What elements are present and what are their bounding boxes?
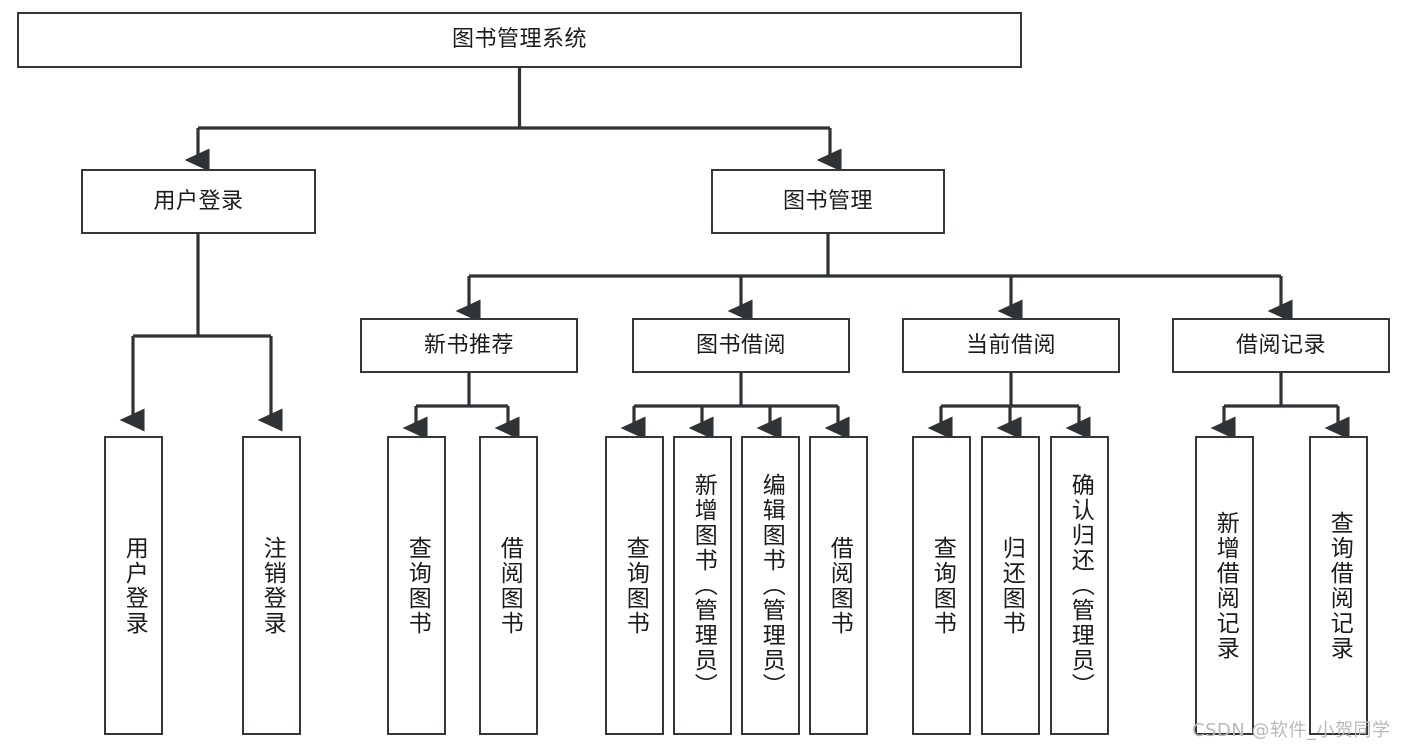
node-new-book-recommend[interactable]: 新书推荐	[360, 318, 578, 373]
csdn-watermark: CSDN @软件_小贺同学	[1192, 720, 1391, 741]
node-current-borrow[interactable]: 当前借阅	[902, 318, 1120, 373]
node-label: 图书借阅	[695, 332, 786, 358]
node-label: 当前借阅	[965, 332, 1056, 358]
node-label: 归还图书	[998, 535, 1025, 636]
node-label: 借阅记录	[1235, 332, 1326, 358]
node-label: 注销登录	[259, 535, 286, 636]
node-book-borrow[interactable]: 图书借阅	[632, 318, 850, 373]
node-label: 查询图书	[929, 535, 956, 636]
node-leaf-borrow-book-2[interactable]: 借阅图书	[809, 436, 868, 735]
node-label: 借阅图书	[826, 535, 853, 636]
node-label: 查询图书	[622, 535, 649, 636]
node-leaf-return-book[interactable]: 归还图书	[981, 436, 1040, 735]
node-leaf-borrow-book-1[interactable]: 借阅图书	[479, 436, 538, 735]
node-leaf-user-login[interactable]: 用户登录	[104, 436, 163, 735]
node-leaf-add-record[interactable]: 新增借阅记录	[1195, 436, 1254, 735]
node-leaf-edit-book[interactable]: 编辑图书（管理员）	[741, 436, 800, 735]
node-label: 图书管理系统	[451, 27, 587, 53]
node-user-login[interactable]: 用户登录	[81, 169, 316, 234]
node-label: 新书推荐	[423, 332, 514, 358]
node-borrow-record[interactable]: 借阅记录	[1172, 318, 1390, 373]
node-leaf-query-book-3[interactable]: 查询图书	[912, 436, 971, 735]
node-leaf-query-book-1[interactable]: 查询图书	[387, 436, 446, 735]
node-label: 用户登录	[121, 535, 148, 636]
node-leaf-query-book-2[interactable]: 查询图书	[605, 436, 664, 735]
node-label: 新增借阅记录	[1212, 510, 1239, 661]
node-leaf-query-record[interactable]: 查询借阅记录	[1309, 436, 1368, 735]
node-label: 用户登录	[153, 188, 244, 214]
node-leaf-confirm-return[interactable]: 确认归还（管理员）	[1050, 436, 1109, 735]
node-leaf-add-book[interactable]: 新增图书（管理员）	[673, 436, 732, 735]
node-leaf-logout[interactable]: 注销登录	[242, 436, 301, 735]
node-label: 图书管理	[782, 188, 873, 214]
node-label: 新增图书（管理员）	[690, 473, 717, 698]
node-label: 查询借阅记录	[1326, 510, 1353, 661]
node-label: 确认归还（管理员）	[1067, 473, 1094, 698]
node-book-management[interactable]: 图书管理	[711, 169, 945, 234]
node-root-system[interactable]: 图书管理系统	[17, 12, 1022, 68]
node-label: 查询图书	[404, 535, 431, 636]
node-label: 编辑图书（管理员）	[758, 473, 785, 698]
node-label: 借阅图书	[496, 535, 523, 636]
